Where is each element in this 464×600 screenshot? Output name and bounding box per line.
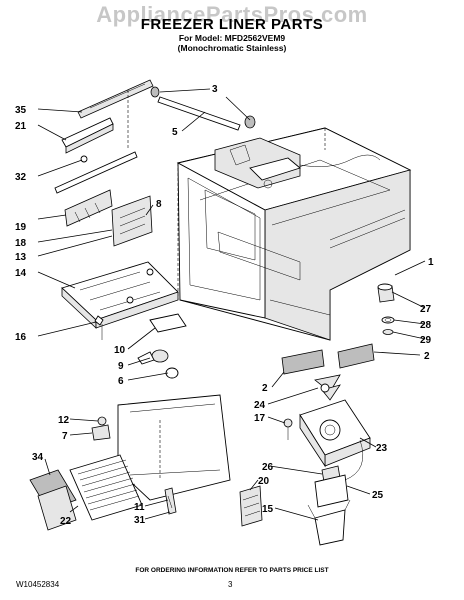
- callout-31: 31: [134, 515, 146, 526]
- callout-22: 22: [60, 516, 72, 527]
- callout-2-right: 2: [424, 351, 430, 362]
- callout-7: 7: [62, 431, 68, 442]
- callout-27: 27: [420, 304, 432, 315]
- callout-3-top: 3: [212, 84, 218, 95]
- document-number: W10452834: [16, 580, 60, 589]
- model-line: For Model: MFD2562VEM9: [178, 33, 286, 43]
- callout-26: 26: [262, 462, 274, 473]
- clip-parts: [164, 487, 177, 515]
- callout-28: 28: [420, 320, 432, 331]
- callout-16: 16: [15, 332, 27, 343]
- fan-assembly-part: [283, 374, 371, 468]
- motor-connector-part: [307, 439, 364, 546]
- model-info: For Model: MFD2562VEM9 (Monochromatic St…: [0, 33, 464, 53]
- callout-5: 5: [172, 127, 178, 138]
- callout-14: 14: [15, 268, 27, 279]
- callout-25: 25: [372, 490, 384, 501]
- drawer-support-tray: [61, 261, 187, 340]
- callout-17: 17: [254, 413, 266, 424]
- callout-18: 18: [15, 238, 27, 249]
- callout-11: 11: [134, 502, 145, 513]
- grommet-parts: [377, 283, 395, 335]
- callout-23: 23: [376, 443, 388, 454]
- insulation-pad-parts: [281, 343, 375, 375]
- callout-13: 13: [15, 252, 27, 263]
- callout-34: 34: [32, 452, 44, 463]
- callout-6: 6: [118, 376, 124, 387]
- shelf-rod-part: [150, 86, 256, 131]
- strip-part: [239, 485, 263, 527]
- callout-21: 21: [15, 121, 27, 132]
- callout-8: 8: [156, 199, 162, 210]
- callout-labels: 35 21 32 19 18 13 14 16 10 9 6 12 7 34 2…: [15, 84, 434, 527]
- freezer-liner-part: [176, 127, 412, 341]
- leader-lines: [37, 88, 426, 521]
- callout-32: 32: [15, 172, 27, 183]
- page-title: FREEZER LINER PARTS: [140, 16, 324, 33]
- callout-24: 24: [254, 400, 266, 411]
- callout-9: 9: [118, 361, 124, 372]
- callout-19: 19: [15, 222, 27, 233]
- callout-29: 29: [420, 335, 432, 346]
- callout-1: 1: [428, 257, 434, 268]
- air-diffuser-part: [29, 454, 143, 531]
- ordering-note: FOR ORDERING INFORMATION REFER TO PARTS …: [135, 567, 329, 574]
- callout-20: 20: [258, 476, 270, 487]
- damper-knob-part: [137, 349, 179, 379]
- rear-duct-cover: [91, 394, 231, 501]
- callout-2-left: 2: [262, 383, 268, 394]
- callout-35: 35: [15, 105, 27, 116]
- page-number: 3: [228, 580, 233, 589]
- upper-rail-assembly: [54, 79, 154, 247]
- callout-10: 10: [114, 345, 126, 356]
- callout-12: 12: [58, 415, 70, 426]
- finish-line: (Monochromatic Stainless): [177, 43, 287, 53]
- callout-15: 15: [262, 504, 274, 515]
- watermark: AppliancePartsPros.com: [96, 2, 368, 27]
